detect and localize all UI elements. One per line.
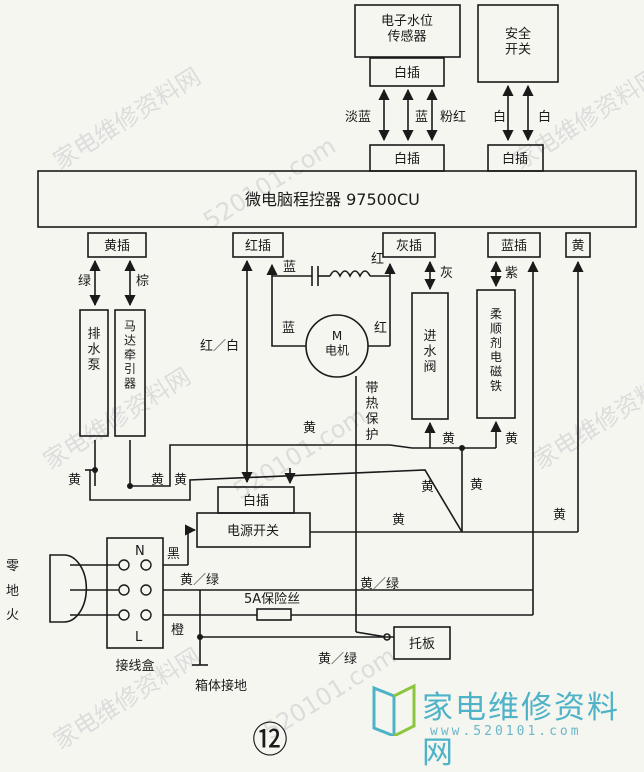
- wire-orange: 橙: [171, 623, 184, 638]
- wire-gray: 灰: [440, 266, 453, 281]
- wire-red-motor: 红: [374, 320, 387, 336]
- wire-purple: 紫: [505, 266, 518, 281]
- safety-switch-box: [477, 4, 559, 83]
- wire-red-white: 红／白: [200, 338, 239, 354]
- yellow-plug-label: 黄插: [104, 239, 130, 254]
- mains-zero-label: 零: [6, 559, 19, 574]
- yellow-terminal-label: 黄: [571, 239, 584, 254]
- controller-plug-left-label: 白插: [394, 151, 420, 167]
- wire-yellow-2: 黄: [442, 432, 455, 447]
- site-branding: 家电维修资料网 www.520101.com: [370, 680, 640, 771]
- safety-switch-label: 安全开关: [505, 26, 531, 58]
- book-logo-icon: [372, 683, 416, 736]
- thermal-label: 带热保护: [365, 381, 378, 443]
- softener-solenoid-box: [476, 289, 516, 419]
- controller-plug-right-label: 白插: [502, 151, 528, 167]
- gray-plug: [382, 232, 436, 258]
- wire-blue: 蓝: [415, 110, 428, 125]
- wire-yellow-5: 黄: [151, 473, 164, 488]
- wire-yellow-9: 黄: [392, 513, 405, 528]
- red-plug-label: 红插: [245, 238, 271, 254]
- wire-yellow-8: 黄: [470, 478, 483, 493]
- wire-yellow-green-2: 黄／绿: [360, 577, 399, 592]
- watermark-text: 家电维修资料网: [528, 362, 644, 475]
- yellow-terminal: [565, 232, 591, 258]
- watermark-text: 家电维修资料网: [38, 362, 195, 475]
- controller-box: [37, 170, 637, 228]
- wire-yellow-10: 黄: [553, 508, 566, 523]
- sensor-plug-label: 白插: [394, 65, 420, 81]
- plug-N: N: [135, 544, 145, 559]
- gray-plug-label: 灰插: [396, 239, 422, 254]
- power-switch-label: 电源开关: [227, 524, 279, 539]
- wire-pink: 粉红: [440, 109, 466, 125]
- power-switch-plug-label: 白插: [243, 493, 269, 509]
- watermark-url: 520101.com: [228, 402, 370, 506]
- wire-blue-motor: 蓝: [282, 321, 295, 336]
- junction-box: [106, 537, 164, 649]
- red-plug: [232, 232, 284, 258]
- power-switch-box: [196, 512, 311, 548]
- controller-title: 微电脑程控器 97500CU: [245, 190, 420, 209]
- wire-brown: 棕: [136, 274, 149, 289]
- yellow-plug: [87, 232, 147, 258]
- junction-box-label: 接线盒: [115, 658, 154, 674]
- wire-white-right: 白: [538, 109, 551, 125]
- mains-plug-icon: [49, 554, 88, 623]
- tray-box: [393, 626, 451, 660]
- softener-label: 柔顺剂电磁铁: [490, 307, 502, 393]
- wire-white-left: 白: [493, 109, 506, 125]
- blue-plug-label: 蓝插: [501, 239, 527, 254]
- drain-pump-label: 排水泵: [87, 327, 100, 373]
- sensor-label: 电子水位传感器: [381, 14, 433, 45]
- motor-tractor-label: 马达牵引器: [124, 319, 136, 391]
- motor-tractor-box: [114, 309, 146, 437]
- wire-yellow-6: 黄: [174, 473, 187, 488]
- fuse: [256, 608, 292, 621]
- wire-light-blue: 淡蓝: [345, 110, 371, 125]
- wire-red-cap: 红: [371, 251, 384, 267]
- inlet-valve-label: 进水阀: [423, 329, 436, 375]
- fuse-label: 5A保险丝: [244, 592, 300, 607]
- sensor-white-plug: [369, 57, 445, 87]
- wire-yellow-green-1: 黄／绿: [180, 573, 219, 588]
- wire-blue-cap: 蓝: [283, 260, 296, 275]
- watermark-text: 家电维修资料网: [48, 62, 205, 175]
- site-url: www.520101.com: [430, 724, 582, 739]
- wire-yellow-1: 黄: [303, 421, 316, 436]
- mains-earth-label: 地: [6, 584, 19, 599]
- blue-plug: [487, 232, 541, 258]
- wire-yellow-3: 黄: [505, 432, 518, 447]
- terminal-group: [118, 559, 152, 621]
- tray-label: 托板: [409, 637, 435, 652]
- watermark-url: 520101.com: [198, 132, 340, 236]
- wire-yellow-4: 黄: [68, 473, 81, 488]
- inlet-valve-box: [411, 292, 449, 420]
- drain-pump-box: [79, 309, 109, 437]
- wire-green: 绿: [78, 274, 91, 289]
- chassis-ground-label: 箱体接地: [195, 678, 247, 694]
- figure-number: ⑫: [252, 720, 288, 760]
- mains-live-label: 火: [6, 608, 19, 623]
- water-level-sensor-box: [354, 4, 461, 58]
- wire-yellow-green-3: 黄／绿: [318, 652, 357, 667]
- plug-L: L: [135, 630, 143, 645]
- wire-yellow-7: 黄: [421, 480, 434, 495]
- wire-black: 黑: [167, 547, 180, 562]
